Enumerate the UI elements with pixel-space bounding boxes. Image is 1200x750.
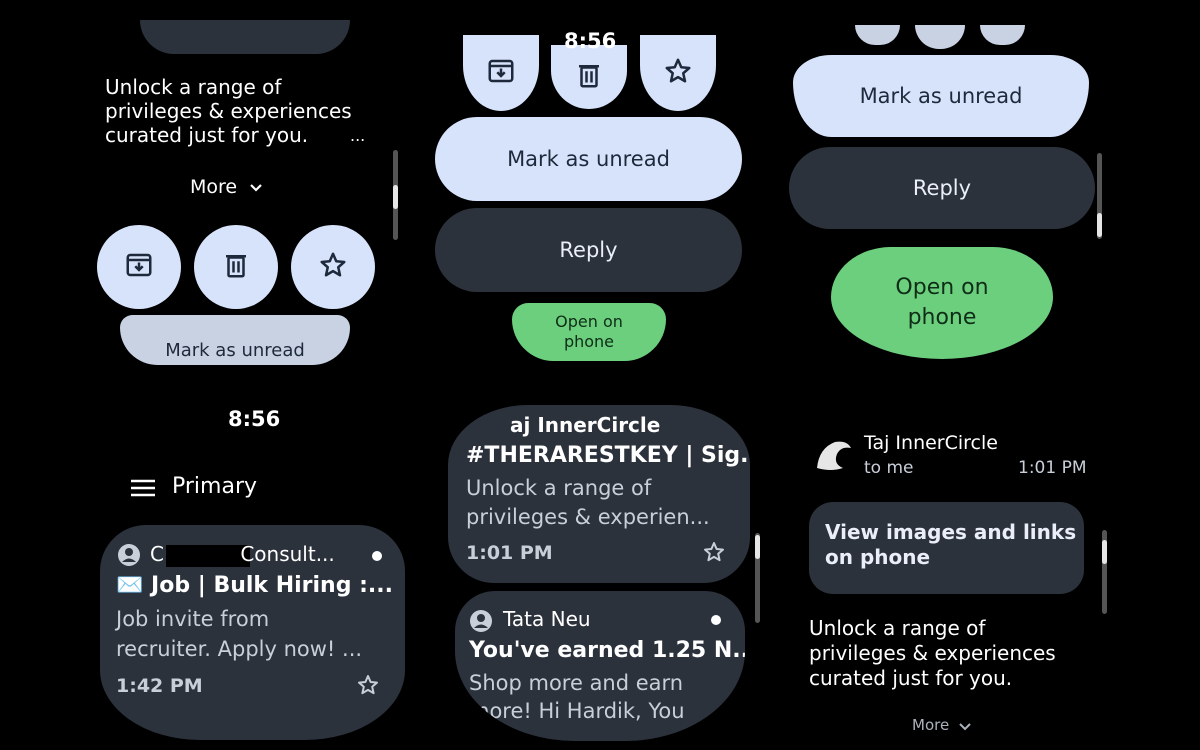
view-images-line-1: View images and links — [825, 520, 1077, 544]
delete-button[interactable] — [194, 225, 278, 309]
email-preview-line-1: Shop more and earn — [469, 671, 684, 695]
reply-label: Reply — [559, 238, 618, 262]
scrollbar-track[interactable] — [1097, 153, 1102, 239]
message-time: 1:01 PM — [1018, 458, 1087, 478]
taj-logo-icon — [813, 434, 855, 480]
clipped-delete-button — [915, 25, 965, 49]
message-snippet-line-2: privileges & experiences — [105, 99, 352, 123]
email-preview-line-2: privileges & experien... — [466, 505, 710, 529]
clock-time: 8:56 — [228, 407, 281, 431]
email-subject: #THERARESTKEY | Sig... — [466, 443, 750, 468]
email-preview-line-1: Unlock a range of — [466, 476, 652, 500]
scrollbar-track[interactable] — [755, 533, 760, 623]
delete-icon — [221, 250, 251, 284]
archive-button[interactable] — [463, 35, 539, 111]
star-icon — [318, 250, 348, 284]
open-on-phone-line-2: phone — [563, 332, 615, 351]
clipped-archive-button — [855, 25, 900, 45]
email-sender: C Consult... — [150, 542, 335, 566]
star-button[interactable] — [640, 35, 716, 111]
top-clipped-buttons — [855, 25, 1025, 49]
view-images-on-phone-button[interactable]: View images and links on phone — [809, 502, 1084, 594]
email-preview-line-2: more! Hi Hardik, You — [469, 699, 685, 723]
more-button[interactable]: More — [190, 174, 263, 200]
watch-screen-inbox: 8:56 Primary C Consult... ✉️ Job | Bulk … — [95, 400, 415, 745]
mark-as-unread-button[interactable]: Mark as unread — [435, 117, 742, 201]
star-icon — [663, 56, 693, 90]
archive-icon — [486, 56, 516, 90]
star-button[interactable] — [291, 225, 375, 309]
email-preview-line-1: Job invite from — [116, 607, 270, 631]
snippet-ellipsis: ... — [350, 126, 366, 145]
message-body-line-1: Unlock a range of — [809, 616, 986, 640]
reply-label: Reply — [912, 176, 972, 200]
open-on-phone-button[interactable]: Open on phone — [831, 247, 1053, 359]
sender-name: Taj InnerCircle — [864, 432, 998, 454]
open-on-phone-line-2: phone — [907, 305, 977, 330]
message-snippet-line-3: curated just for you. — [105, 123, 309, 147]
delete-icon — [574, 60, 604, 94]
email-card[interactable]: aj InnerCircle #THERARESTKEY | Sig... Un… — [448, 405, 750, 583]
redacted-block — [166, 545, 250, 567]
scrollbar-track[interactable] — [1102, 530, 1107, 614]
chevron-down-icon — [249, 178, 263, 197]
folder-title: Primary — [172, 474, 258, 499]
reply-button[interactable]: Reply — [789, 147, 1095, 229]
scrollbar-thumb[interactable] — [755, 535, 760, 559]
email-time: 1:01 PM — [466, 542, 553, 564]
scrollbar-thumb[interactable] — [1097, 213, 1102, 237]
menu-icon[interactable] — [130, 478, 156, 502]
reply-button[interactable]: Reply — [435, 208, 742, 292]
watch-screen-actions-bottom: Mark as unread Reply Open on phone — [785, 25, 1115, 375]
archive-icon — [124, 250, 154, 284]
message-snippet-line-1: Unlock a range of — [105, 75, 282, 99]
open-on-phone-line-1: Open on — [555, 312, 623, 331]
chevron-down-icon — [959, 716, 971, 735]
email-subject: You've earned 1.25 N... — [469, 638, 745, 663]
more-button[interactable]: More — [912, 714, 971, 736]
mark-as-unread-button[interactable]: Mark as unread — [793, 55, 1089, 137]
clipped-star-button — [980, 25, 1025, 45]
open-on-phone-line-1: Open on — [895, 275, 989, 300]
scrollbar-thumb[interactable] — [1102, 540, 1107, 564]
delete-button[interactable] — [551, 45, 627, 109]
message-body-line-2: privileges & experiences — [809, 641, 1056, 665]
email-sender: aj InnerCircle — [510, 413, 661, 437]
mark-as-unread-label: Mark as unread — [165, 340, 305, 361]
avatar-icon — [469, 609, 493, 637]
unread-dot-icon — [711, 615, 721, 625]
mark-as-unread-label: Mark as unread — [859, 84, 1023, 108]
watch-screen-message-actions: Unlock a range of privileges & experienc… — [95, 20, 398, 370]
scrollbar-thumb[interactable] — [393, 185, 398, 209]
clock-time: 8:56 — [564, 29, 617, 53]
email-subject: ✉️ Job | Bulk Hiring :... — [116, 573, 393, 598]
open-on-phone-button[interactable]: Open on phone — [512, 303, 666, 361]
top-clipped-pill — [140, 20, 350, 54]
mark-as-unread-label: Mark as unread — [507, 147, 670, 171]
archive-button[interactable] — [97, 225, 181, 309]
view-images-line-2: on phone — [825, 545, 931, 569]
email-card[interactable]: C Consult... ✉️ Job | Bulk Hiring :... J… — [100, 525, 405, 740]
more-label: More — [190, 176, 238, 198]
more-label: More — [912, 716, 950, 734]
unread-dot-icon — [372, 551, 382, 561]
avatar-icon — [117, 543, 141, 571]
email-preview-line-2: recruiter. Apply now! ... — [116, 637, 363, 661]
recipient-label: to me — [864, 458, 914, 478]
star-icon[interactable] — [702, 540, 726, 568]
email-card[interactable]: Tata Neu You've earned 1.25 N... Shop mo… — [455, 591, 745, 741]
star-icon[interactable] — [356, 673, 380, 701]
email-time: 1:42 PM — [116, 675, 203, 697]
watch-screen-actions-scrolled: 8:56 Mark as unread Reply Open on phone — [430, 25, 760, 375]
message-body-line-3: curated just for you. — [809, 666, 1013, 690]
email-sender: Tata Neu — [503, 607, 591, 631]
watch-screen-inbox-scrolled: aj InnerCircle #THERARESTKEY | Sig... Un… — [445, 405, 775, 745]
watch-screen-message-detail: Taj InnerCircle to me 1:01 PM View image… — [800, 420, 1130, 745]
mark-as-unread-button[interactable]: Mark as unread — [120, 315, 350, 365]
